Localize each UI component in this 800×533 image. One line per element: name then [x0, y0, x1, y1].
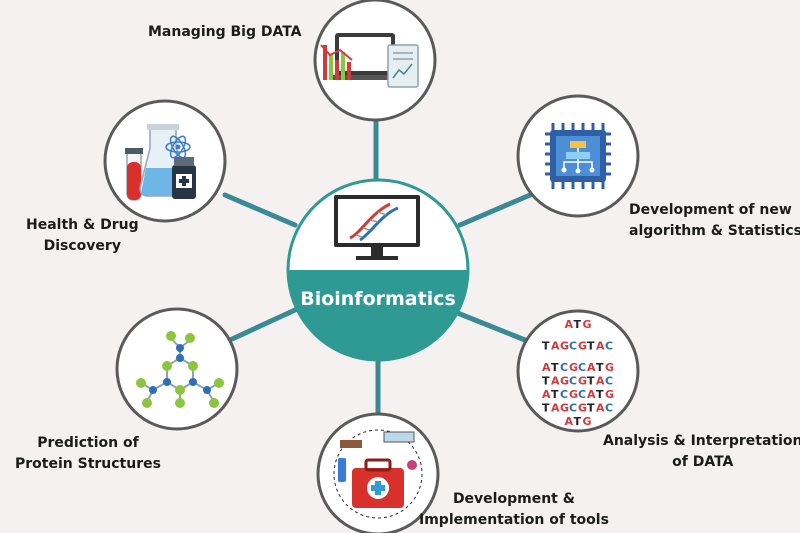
label-analysis: Analysis & Interpretation of DATA — [603, 431, 800, 473]
chip-flowchart-icon — [545, 123, 611, 189]
dna-sequence-icon: ATGTAGCGTACATCGCATGTAGCGTACATCGCATGTAGCG… — [542, 318, 614, 428]
label-protein-line1: Prediction of — [37, 435, 139, 451]
label-health: Health & Drug Discovery — [26, 215, 139, 257]
node-circle-protein — [115, 307, 239, 431]
label-health-line1: Health & Drug — [26, 217, 139, 233]
label-tools-line1: Development & — [452, 491, 575, 507]
label-tools-line2: Implementation of tools — [419, 512, 609, 528]
dna-sequence-line: ATG — [565, 318, 592, 331]
label-analysis-line2: of DATA — [672, 454, 734, 470]
label-big-data: Managing Big DATA — [148, 22, 302, 43]
connector-analysis — [452, 309, 528, 343]
dna-sequence-line: ATCGCATG — [542, 388, 614, 401]
label-analysis-line1: Analysis & Interpretation — [603, 433, 800, 449]
label-protein-line2: Protein Structures — [15, 456, 161, 472]
label-algorithm-line2: algorithm & Statistics — [629, 223, 800, 239]
first-aid-kit-icon — [333, 429, 423, 519]
dna-sequence-line: TAGCGTAC — [542, 375, 613, 388]
label-algorithm-line1: Development of new — [629, 202, 792, 218]
connectors — [222, 117, 533, 418]
center-title: Bioinformatics — [300, 288, 456, 310]
dna-sequence-line: ATCGCATG — [542, 361, 614, 374]
dna-sequence-line: ATG — [565, 415, 592, 428]
connector-health — [222, 192, 298, 228]
label-health-line2: Discovery — [43, 238, 121, 254]
bar-chart-monitor-icon — [320, 33, 419, 88]
connector-protein — [227, 307, 298, 343]
node-circle-analysis — [516, 309, 640, 433]
molecule-icon — [136, 331, 224, 408]
connector-algorithm — [457, 192, 533, 228]
label-protein: Prediction of Protein Structures — [15, 433, 161, 475]
lab-flask-icon — [125, 124, 196, 201]
label-big-data-line1: Managing Big DATA — [148, 24, 302, 40]
dna-sequence-line: TAGCGTAC — [542, 402, 613, 415]
dna-monitor-icon — [334, 195, 420, 260]
label-algorithm: Development of new algorithm & Statistic… — [629, 200, 800, 242]
dna-sequence-line: TAGCGTAC — [542, 340, 613, 353]
label-tools: Development & Implementation of tools — [419, 489, 609, 531]
